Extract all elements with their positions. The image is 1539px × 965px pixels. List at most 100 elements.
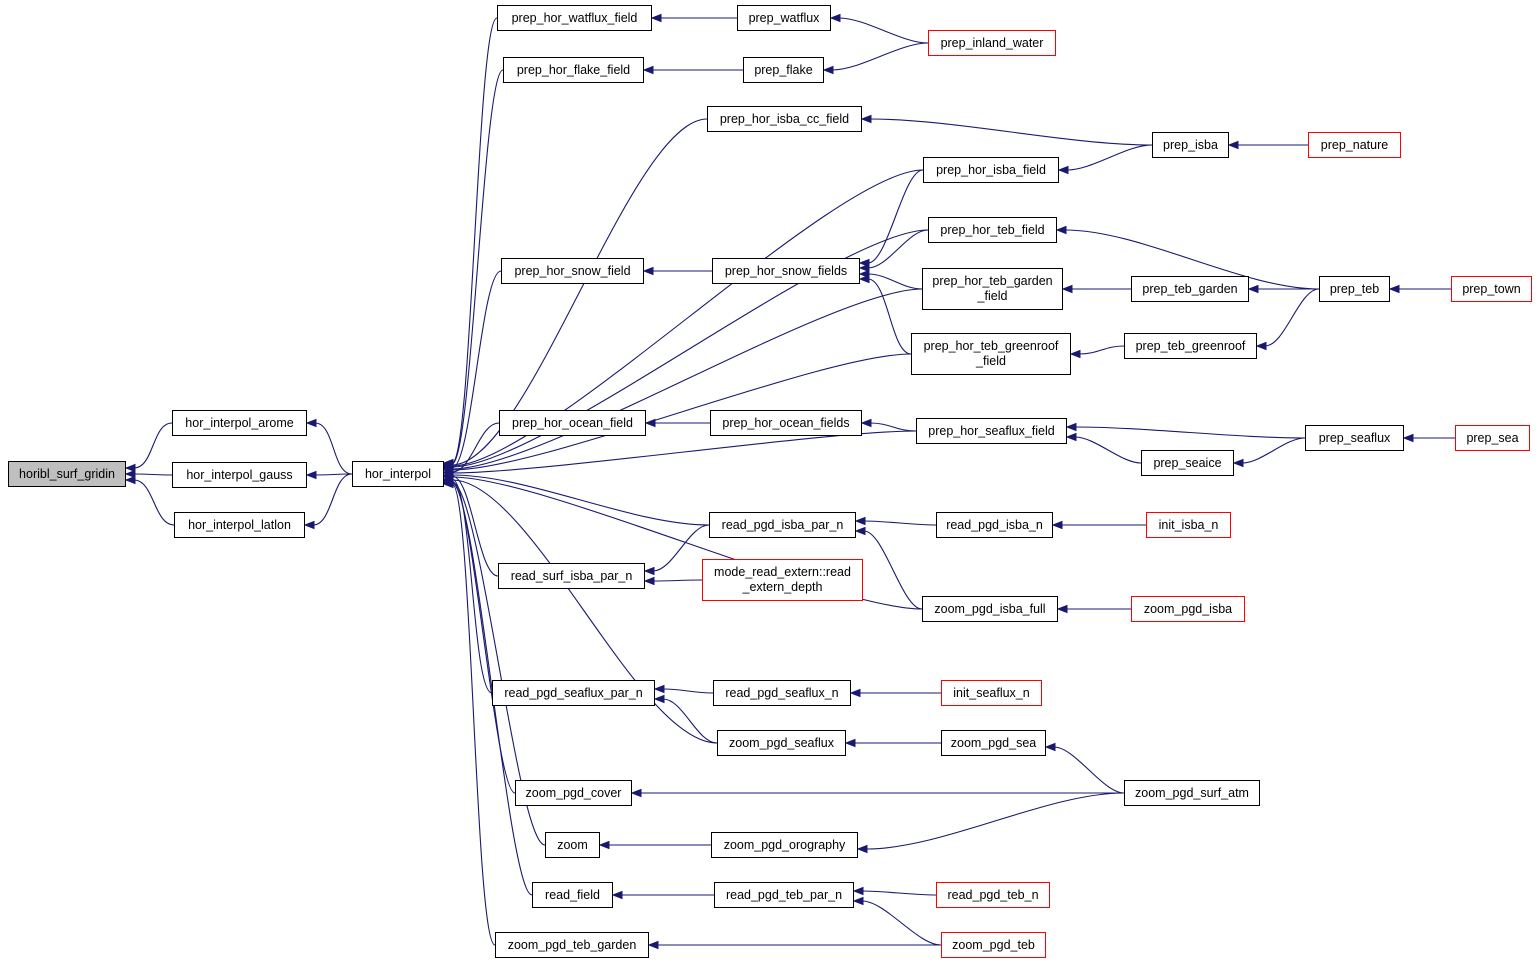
- node-prep_flake[interactable]: prep_flake: [743, 57, 824, 83]
- node-hor_interpol_latlon[interactable]: hor_interpol_latlon: [174, 512, 305, 538]
- node-zoom_pgd_teb[interactable]: zoom_pgd_teb: [941, 932, 1046, 958]
- arrowhead-zoom_pgd_cover: [630, 788, 642, 798]
- arrowhead-horibl_surf_gridin: [124, 475, 136, 485]
- node-prep_hor_flake_field[interactable]: prep_hor_flake_field: [503, 57, 644, 83]
- node-read_surf_isba_par_n[interactable]: read_surf_isba_par_n: [498, 563, 645, 589]
- node-mode_read_extern_read_extern_depth[interactable]: mode_read_extern::read _extern_depth: [702, 559, 863, 601]
- node-prep_nature[interactable]: prep_nature: [1308, 132, 1401, 158]
- node-zoom_pgd_orography[interactable]: zoom_pgd_orography: [711, 832, 858, 858]
- edge-prep_teb-to-prep_hor_teb_field: [1064, 229, 1320, 290]
- node-prep_sea[interactable]: prep_sea: [1455, 425, 1530, 451]
- arrowhead-prep_hor_ocean_field: [644, 418, 656, 428]
- node-prep_hor_isba_cc_field[interactable]: prep_hor_isba_cc_field: [707, 106, 862, 132]
- node-zoom[interactable]: zoom: [545, 832, 600, 858]
- arrowhead-zoom_pgd_seaflux: [844, 738, 856, 748]
- node-prep_isba[interactable]: prep_isba: [1152, 132, 1229, 158]
- node-prep_seaice[interactable]: prep_seaice: [1141, 450, 1234, 476]
- node-read_field[interactable]: read_field: [532, 882, 613, 908]
- node-prep_watflux[interactable]: prep_watflux: [737, 5, 831, 31]
- arrowhead-read_field: [611, 890, 623, 900]
- arrowhead-prep_watflux: [829, 13, 841, 23]
- node-prep_seaflux[interactable]: prep_seaflux: [1305, 425, 1404, 451]
- arrowhead-prep_hor_teb_field: [1055, 225, 1067, 235]
- node-prep_hor_snow_field[interactable]: prep_hor_snow_field: [501, 258, 644, 284]
- arrowhead-zoom_pgd_orography: [856, 844, 868, 854]
- edge-zoom_pgd_surf_atm-to-zoom_pgd_orography: [865, 792, 1125, 850]
- node-prep_hor_teb_field[interactable]: prep_hor_teb_field: [928, 217, 1057, 243]
- node-prep_hor_teb_garden_field[interactable]: prep_hor_teb_garden _field: [922, 268, 1063, 310]
- arrowhead-read_pgd_seaflux_n: [849, 688, 861, 698]
- edge-prep_hor_isba_field-to-prep_hor_snow_fields: [867, 169, 924, 264]
- edge-zoom_pgd_teb_garden-to-hor_interpol: [451, 483, 496, 946]
- node-hor_interpol[interactable]: hor_interpol: [352, 461, 444, 487]
- node-prep_teb_greenroof[interactable]: prep_teb_greenroof: [1124, 333, 1257, 359]
- edge-zoom_pgd_teb-to-read_pgd_teb_par_n: [861, 900, 942, 946]
- arrowhead-read_pgd_teb_par_n: [852, 896, 864, 906]
- node-hor_interpol_arome[interactable]: hor_interpol_arome: [172, 410, 307, 436]
- arrowhead-prep_hor_snow_fields: [858, 274, 870, 284]
- edge-prep_seaice-to-prep_hor_seaflux_field: [1074, 436, 1142, 464]
- arrowhead-prep_hor_teb_garden_field: [1061, 284, 1073, 294]
- edge-prep_hor_snow_field-to-hor_interpol: [451, 270, 502, 469]
- arrowhead-hor_interpol_gauss: [305, 470, 317, 480]
- arrowhead-prep_hor_seaflux_field: [1065, 432, 1077, 442]
- arrowhead-prep_isba: [1227, 140, 1239, 150]
- arrowhead-read_pgd_isba_par_n: [854, 516, 866, 526]
- edge-prep_inland_water-to-prep_flake: [831, 42, 929, 71]
- node-prep_inland_water[interactable]: prep_inland_water: [928, 30, 1056, 56]
- node-zoom_pgd_isba_full[interactable]: zoom_pgd_isba_full: [922, 596, 1058, 622]
- node-zoom_pgd_teb_garden[interactable]: zoom_pgd_teb_garden: [495, 932, 649, 958]
- node-read_pgd_teb_n[interactable]: read_pgd_teb_n: [936, 882, 1050, 908]
- edge-zoom_pgd_isba_full-to-read_pgd_isba_par_n: [863, 530, 923, 610]
- edge-zoom-to-hor_interpol: [451, 481, 546, 846]
- node-read_pgd_isba_n[interactable]: read_pgd_isba_n: [936, 512, 1053, 538]
- arrowhead-zoom_pgd_sea: [1044, 742, 1056, 752]
- node-prep_hor_ocean_field[interactable]: prep_hor_ocean_field: [499, 410, 646, 436]
- edge-read_surf_isba_par_n-to-hor_interpol: [451, 475, 499, 577]
- node-prep_hor_teb_greenroof_field[interactable]: prep_hor_teb_greenroof _field: [911, 333, 1071, 375]
- node-read_pgd_isba_par_n[interactable]: read_pgd_isba_par_n: [709, 512, 856, 538]
- edge-prep_hor_seaflux_field-to-prep_hor_ocean_fields: [869, 422, 917, 432]
- node-hor_interpol_gauss[interactable]: hor_interpol_gauss: [172, 462, 307, 488]
- edge-read_pgd_isba_n-to-read_pgd_isba_par_n: [863, 520, 937, 526]
- arrowhead-zoom: [598, 840, 610, 850]
- node-init_isba_n[interactable]: init_isba_n: [1146, 512, 1231, 538]
- edge-hor_interpol-to-hor_interpol_arome: [314, 422, 353, 475]
- edge-prep_hor_flake_field-to-hor_interpol: [451, 69, 504, 465]
- arrowhead-prep_hor_seaflux_field: [1065, 422, 1077, 432]
- arrowhead-prep_hor_snow_field: [642, 266, 654, 276]
- node-init_seaflux_n[interactable]: init_seaflux_n: [941, 680, 1042, 706]
- arrowhead-hor_interpol_arome: [305, 418, 317, 428]
- node-prep_hor_isba_field[interactable]: prep_hor_isba_field: [923, 157, 1059, 183]
- arrowhead-hor_interpol: [442, 479, 454, 489]
- arrowhead-prep_seaflux: [1402, 433, 1414, 443]
- arrowhead-prep_hor_flake_field: [642, 65, 654, 75]
- edge-prep_hor_isba_field-to-hor_interpol: [451, 169, 924, 467]
- edge-read_pgd_seaflux_n-to-read_pgd_seaflux_par_n: [662, 688, 714, 694]
- node-zoom_pgd_sea[interactable]: zoom_pgd_sea: [941, 730, 1046, 756]
- node-zoom_pgd_cover[interactable]: zoom_pgd_cover: [515, 780, 632, 806]
- edge-prep_isba-to-prep_hor_isba_field: [1066, 144, 1153, 171]
- node-read_pgd_seaflux_n[interactable]: read_pgd_seaflux_n: [713, 680, 851, 706]
- node-prep_town[interactable]: prep_town: [1451, 276, 1532, 302]
- node-prep_teb_garden[interactable]: prep_teb_garden: [1131, 276, 1249, 302]
- node-read_pgd_seaflux_par_n[interactable]: read_pgd_seaflux_par_n: [492, 680, 655, 706]
- node-prep_hor_ocean_fields[interactable]: prep_hor_ocean_fields: [710, 410, 862, 436]
- node-zoom_pgd_seaflux[interactable]: zoom_pgd_seaflux: [717, 730, 846, 756]
- edge-hor_interpol_latlon-to-horibl_surf_gridin: [133, 479, 175, 526]
- node-prep_hor_snow_fields[interactable]: prep_hor_snow_fields: [712, 258, 860, 284]
- node-prep_hor_seaflux_field[interactable]: prep_hor_seaflux_field: [916, 418, 1067, 444]
- arrowhead-prep_seaice: [1232, 458, 1244, 468]
- edge-prep_isba-to-prep_hor_isba_cc_field: [869, 118, 1153, 146]
- node-prep_teb[interactable]: prep_teb: [1319, 276, 1390, 302]
- edge-zoom_pgd_seaflux-to-hor_interpol: [451, 479, 718, 744]
- edge-prep_seaflux-to-prep_hor_seaflux_field: [1074, 426, 1306, 439]
- edge-prep_hor_ocean_field-to-hor_interpol: [451, 422, 500, 473]
- arrowhead-read_pgd_isba_n: [1051, 520, 1063, 530]
- node-zoom_pgd_isba[interactable]: zoom_pgd_isba: [1131, 596, 1245, 622]
- node-prep_hor_watflux_field[interactable]: prep_hor_watflux_field: [497, 5, 652, 31]
- node-zoom_pgd_surf_atm[interactable]: zoom_pgd_surf_atm: [1124, 780, 1260, 806]
- node-read_pgd_teb_par_n[interactable]: read_pgd_teb_par_n: [714, 882, 854, 908]
- arrowhead-read_pgd_isba_par_n: [854, 526, 866, 536]
